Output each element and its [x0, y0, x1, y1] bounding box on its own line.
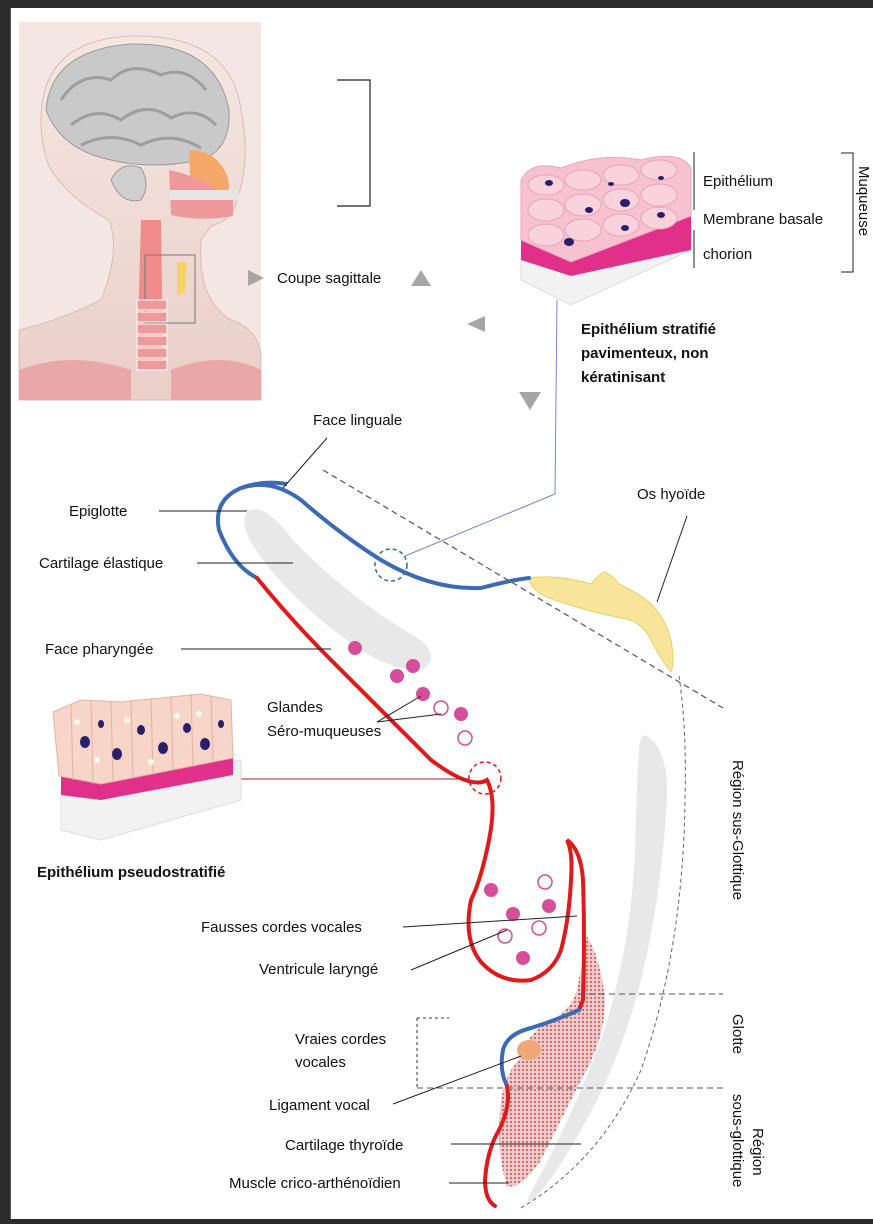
slide-canvas: Coupe sagittale Epithélium Membrane basa… — [10, 8, 873, 1219]
region-sub-label-line1: Région — [749, 1128, 766, 1176]
gray-arrow-icon — [411, 270, 431, 286]
mucosa-label: Muqueuse — [855, 166, 872, 236]
false-cords-label: Fausses cordes vocales — [201, 919, 362, 936]
crico-muscle-shape — [499, 936, 605, 1186]
elastic-cartilage-shape — [244, 509, 431, 669]
ventricle-leader — [411, 930, 507, 970]
head-sagittal-illustration — [19, 22, 261, 400]
glands-leader-a — [377, 696, 421, 722]
glands-label-line2: Séro-muqueuses — [267, 723, 381, 740]
stratified-title-line3: kératinisant — [581, 369, 665, 386]
stratified-epithelium-block — [521, 156, 691, 305]
glottis-label: Glotte — [729, 1014, 746, 1054]
vocal-ligament-shape — [517, 1040, 541, 1060]
epithelium-label: Epithélium — [703, 173, 773, 190]
hyoid-label: Os hyoïde — [637, 486, 705, 503]
pharyngeal-zoom-circle — [469, 762, 501, 794]
false-cords-leader — [403, 916, 577, 927]
ventricle-label: Ventricule laryngé — [259, 961, 378, 978]
region-sub-label-line2: sous-glottique — [729, 1094, 746, 1187]
pseudostratified-epithelium-block — [53, 694, 241, 840]
lingual-zoom-line — [405, 300, 557, 556]
crico-muscle-label: Muscle crico-arthénoïdien — [229, 1175, 401, 1192]
thyroid-cartilage-label: Cartilage thyroïde — [285, 1137, 403, 1154]
elastic-cartilage-label: Cartilage élastique — [39, 555, 163, 572]
stratified-title-line1: Epithélium stratifié — [581, 321, 716, 338]
gray-arrow-icon — [467, 316, 485, 332]
section-guideline — [323, 470, 723, 708]
lingual-face-leader — [283, 438, 327, 488]
true-cords-label-line2: vocales — [295, 1054, 346, 1071]
stratified-title-line2: pavimenteux, non — [581, 345, 709, 362]
epiglottis-label: Epiglotte — [69, 503, 127, 520]
basement-membrane-label: Membrane basale — [703, 211, 823, 228]
seromucous-glands — [348, 641, 556, 965]
vocal-ligament-label: Ligament vocal — [269, 1097, 370, 1114]
chorion-label: chorion — [703, 246, 752, 263]
larynx-diagram: Coupe sagittale Epithélium Membrane basa… — [11, 8, 873, 1219]
head-bracket — [337, 80, 370, 206]
subglottic-region-label: Région sus-Glottique — [729, 760, 746, 900]
gray-arrow-icon — [519, 392, 541, 410]
pseudostratified-title: Epithélium pseudostratifié — [37, 864, 225, 881]
true-cords-label-line1: Vraies cordes — [295, 1031, 386, 1048]
mucosa-bracket — [841, 153, 853, 272]
hyoid-bone — [529, 572, 673, 672]
glands-label-line1: Glandes — [267, 699, 323, 716]
pharyngeal-face-label: Face pharyngée — [45, 641, 153, 658]
hyoid-leader — [657, 516, 687, 602]
sagittal-section-label: Coupe sagittale — [277, 270, 381, 287]
lingual-face-label: Face linguale — [313, 412, 402, 429]
